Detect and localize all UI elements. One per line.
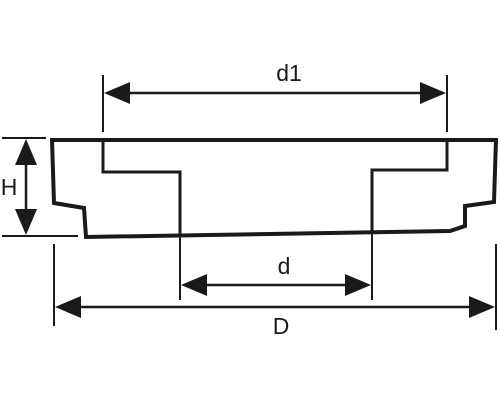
label-d: d: [278, 253, 291, 279]
arrowhead-D-right: [469, 296, 495, 318]
arrowhead-d-right: [345, 274, 371, 296]
label-d1: d1: [276, 60, 302, 86]
left-recess-edge: [101, 140, 182, 236]
part-outline: [49, 138, 499, 240]
arrowhead-H-top: [15, 139, 37, 165]
arrowhead-d1-left: [104, 82, 130, 104]
arrowhead-d-left: [181, 274, 207, 296]
arrowhead-H-bottom: [15, 209, 37, 235]
right-recess-edge: [370, 140, 449, 233]
arrowhead-D-left: [55, 296, 81, 318]
label-D: D: [273, 313, 290, 339]
arrowhead-d1-right: [420, 82, 446, 104]
label-H: H: [1, 174, 18, 200]
